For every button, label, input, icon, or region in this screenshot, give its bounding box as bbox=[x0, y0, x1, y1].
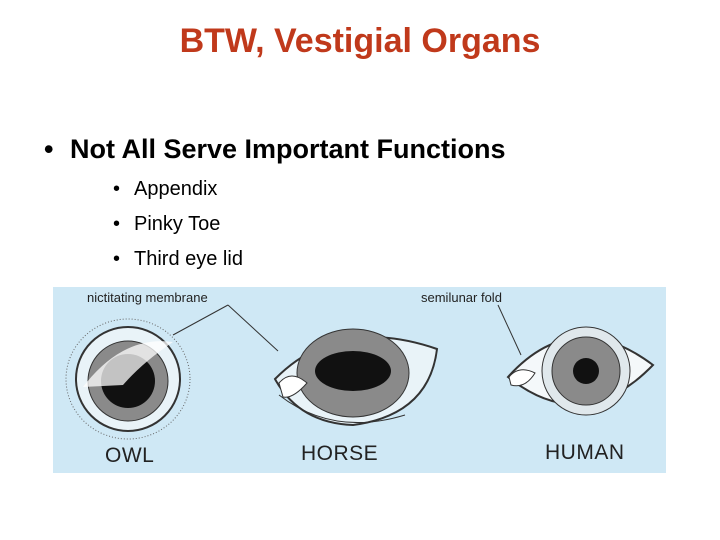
main-bullet: • Not All Serve Important Functions bbox=[44, 134, 506, 165]
owl-eye bbox=[65, 318, 191, 440]
eye-comparison-figure: nictitating membrane semilunar fold OWL … bbox=[53, 287, 666, 473]
main-bullet-text: Not All Serve Important Functions bbox=[70, 134, 506, 164]
horse-label: HORSE bbox=[301, 442, 379, 465]
nictitating-membrane-label: nictitating membrane bbox=[87, 290, 208, 305]
semilunar-fold-label: semilunar fold bbox=[421, 290, 502, 305]
bullet-dot: • bbox=[44, 134, 54, 164]
human-label: HUMAN bbox=[545, 441, 625, 464]
sub-bullet-item: • Third eye lid bbox=[113, 246, 243, 281]
sub-bullet-item: • Appendix bbox=[113, 176, 243, 211]
slide-title: BTW, Vestigial Organs bbox=[179, 22, 541, 60]
bullet-dot: • bbox=[113, 248, 121, 270]
sub-bullet-text: Pinky Toe bbox=[134, 213, 221, 235]
membrane-leader-line-horse bbox=[227, 304, 279, 352]
sub-bullet-list: • Appendix • Pinky Toe • Third eye lid bbox=[113, 176, 243, 281]
sub-bullet-item: • Pinky Toe bbox=[113, 211, 243, 246]
eye-illustration bbox=[65, 304, 655, 440]
sub-bullet-text: Appendix bbox=[134, 178, 218, 200]
bullet-dot: • bbox=[113, 213, 121, 235]
horse-eye bbox=[273, 328, 439, 427]
sub-bullet-text: Third eye lid bbox=[134, 248, 243, 270]
membrane-leader-line-owl bbox=[172, 304, 229, 336]
fold-leader-line bbox=[497, 304, 522, 356]
owl-label: OWL bbox=[105, 444, 155, 467]
human-eye bbox=[506, 326, 655, 416]
bullet-dot: • bbox=[113, 178, 121, 200]
